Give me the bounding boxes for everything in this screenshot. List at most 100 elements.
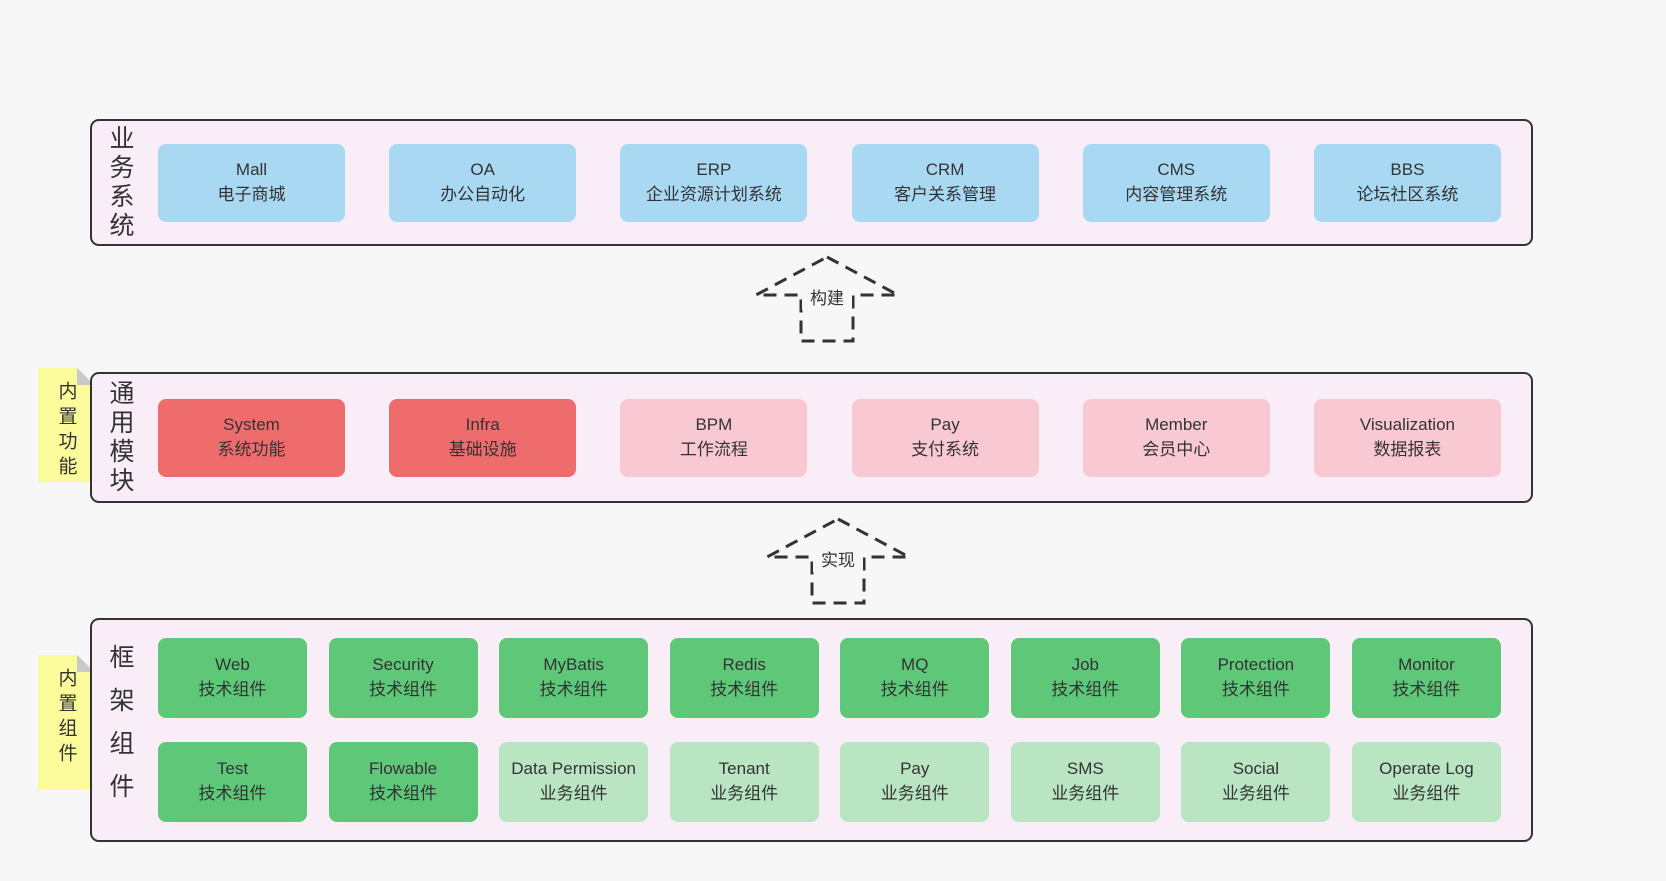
box-name: ERP <box>696 159 732 179</box>
arrow-build-label: 构建 <box>810 289 844 308</box>
note-fold-corner-icon <box>77 368 94 385</box>
box-name: Infra <box>465 414 500 434</box>
box-flowable: Flowable 技术组件 <box>328 742 478 822</box>
box-mybatis: MyBatis 技术组件 <box>499 638 649 718</box>
box-subtitle: 技术组件 <box>198 784 267 803</box>
box-member: Member 会员中心 <box>1082 398 1270 477</box>
box-name: CRM <box>925 159 965 179</box>
box-subtitle: 业务组件 <box>1051 784 1120 803</box>
box-redis: Redis 技术组件 <box>669 638 819 718</box>
panel-framework-components: 框架组件 Web 技术组件 Security 技术组件 MyBatis 技术组件… <box>90 618 1533 842</box>
box-bpm: BPM 工作流程 <box>620 398 808 477</box>
box-web: Web 技术组件 <box>158 638 307 718</box>
box-subtitle: 技术组件 <box>1392 680 1461 699</box>
box-infra: Infra 基础设施 <box>389 398 577 477</box>
box-cms: CMS 内容管理系统 <box>1082 143 1270 222</box>
note-text: 内置组件 <box>55 668 77 768</box>
box-pay-module: Pay 支付系统 <box>851 398 1039 477</box>
box-pay-component: Pay 业务组件 <box>840 742 990 822</box>
box-subtitle: 会员中心 <box>1142 439 1211 459</box>
box-name: Data Permission <box>511 759 636 779</box>
box-data-permission: Data Permission 业务组件 <box>499 742 649 822</box>
box-subtitle: 技术组件 <box>710 680 779 699</box>
panel-label-common-modules: 通用模块 <box>106 379 134 496</box>
box-name: Mall <box>235 159 268 179</box>
box-bbs: BBS 论坛社区系统 <box>1313 143 1501 222</box>
box-tenant: Tenant 业务组件 <box>669 742 819 822</box>
box-mq: MQ 技术组件 <box>840 638 990 718</box>
box-subtitle: 技术组件 <box>369 680 438 699</box>
box-name: Tenant <box>718 759 770 779</box>
box-subtitle: 业务组件 <box>1221 784 1290 803</box>
framework-rows: Web 技术组件 Security 技术组件 MyBatis 技术组件 Redi… <box>132 638 1531 822</box>
box-name: Security <box>372 655 434 675</box>
box-name: MQ <box>901 655 929 675</box>
box-name: BPM <box>695 414 733 434</box>
box-name: Monitor <box>1398 655 1455 675</box>
box-subtitle: 技术组件 <box>1221 680 1290 699</box>
sticky-note-built-in-features: 内置功能 <box>38 368 94 482</box>
box-subtitle: 业务组件 <box>710 784 779 803</box>
box-name: Web <box>215 655 250 675</box>
arrow-build: 构建 <box>752 254 902 349</box>
box-erp: ERP 企业资源计划系统 <box>620 143 808 222</box>
panel-common-modules: 通用模块 System 系统功能 Infra 基础设施 BPM 工作流程 Pay… <box>90 372 1533 503</box>
box-name: MyBatis <box>543 655 604 675</box>
box-subtitle: 技术组件 <box>539 680 608 699</box>
box-security: Security 技术组件 <box>328 638 478 718</box>
box-name: Pay <box>930 414 960 434</box>
box-name: Member <box>1145 414 1208 434</box>
box-mall: Mall 电子商城 <box>158 143 345 222</box>
box-system: System 系统功能 <box>158 398 345 477</box>
box-name: System <box>223 414 280 434</box>
box-subtitle: 论坛社区系统 <box>1356 184 1459 204</box>
box-name: BBS <box>1390 159 1425 179</box>
box-operate-log: Operate Log 业务组件 <box>1351 742 1501 822</box>
box-oa: OA 办公自动化 <box>389 143 577 222</box>
box-name: Visualization <box>1359 414 1455 434</box>
box-name: Job <box>1071 655 1100 675</box>
box-subtitle: 支付系统 <box>911 439 980 459</box>
arrow-implement-label: 实现 <box>821 551 855 570</box>
panel-label-framework-components: 框架组件 <box>106 644 134 816</box>
sticky-note-built-in-components: 内置组件 <box>38 655 94 790</box>
box-name: Social <box>1232 759 1280 779</box>
box-subtitle: 技术组件 <box>1051 680 1120 699</box>
note-fold-corner-icon <box>77 655 94 672</box>
box-subtitle: 企业资源计划系统 <box>645 184 782 204</box>
modules-box-row: System 系统功能 Infra 基础设施 BPM 工作流程 Pay 支付系统… <box>132 398 1531 477</box>
box-subtitle: 基础设施 <box>448 439 517 459</box>
box-subtitle: 技术组件 <box>198 680 267 699</box>
framework-box-row-1: Web 技术组件 Security 技术组件 MyBatis 技术组件 Redi… <box>132 638 1531 718</box>
box-protection: Protection 技术组件 <box>1181 638 1331 718</box>
box-name: SMS <box>1066 759 1104 779</box>
box-name: Test <box>216 759 249 779</box>
box-name: Protection <box>1217 655 1295 675</box>
box-sms: SMS 业务组件 <box>1010 742 1160 822</box>
box-test: Test 技术组件 <box>158 742 307 822</box>
box-subtitle: 业务组件 <box>880 784 949 803</box>
box-subtitle: 工作流程 <box>679 439 748 459</box>
business-box-row: Mall 电子商城 OA 办公自动化 ERP 企业资源计划系统 CRM 客户关系… <box>132 143 1531 222</box>
box-name: OA <box>470 159 495 179</box>
box-name: CMS <box>1157 159 1196 179</box>
box-subtitle: 客户关系管理 <box>894 184 997 204</box>
box-social: Social 业务组件 <box>1181 742 1331 822</box>
framework-box-row-2: Test 技术组件 Flowable 技术组件 Data Permission … <box>132 742 1531 822</box>
box-subtitle: 业务组件 <box>1392 784 1461 803</box>
note-text: 内置功能 <box>55 381 77 481</box>
box-name: Flowable <box>369 759 438 779</box>
box-name: Pay <box>900 759 930 779</box>
box-visualization: Visualization 数据报表 <box>1313 398 1501 477</box>
arrow-implement: 实现 <box>763 516 913 611</box>
box-subtitle: 电子商城 <box>217 184 286 204</box>
box-name: Redis <box>722 655 766 675</box>
box-subtitle: 技术组件 <box>369 784 438 803</box>
box-subtitle: 业务组件 <box>539 784 608 803</box>
box-monitor: Monitor 技术组件 <box>1351 638 1501 718</box>
up-arrow-dashed-icon: 实现 <box>766 517 910 605</box>
box-name: Operate Log <box>1379 759 1474 779</box>
box-subtitle: 内容管理系统 <box>1125 184 1228 204</box>
box-subtitle: 技术组件 <box>880 680 949 699</box>
panel-business-systems: 业务系统 Mall 电子商城 OA 办公自动化 ERP 企业资源计划系统 CRM… <box>90 119 1533 246</box>
